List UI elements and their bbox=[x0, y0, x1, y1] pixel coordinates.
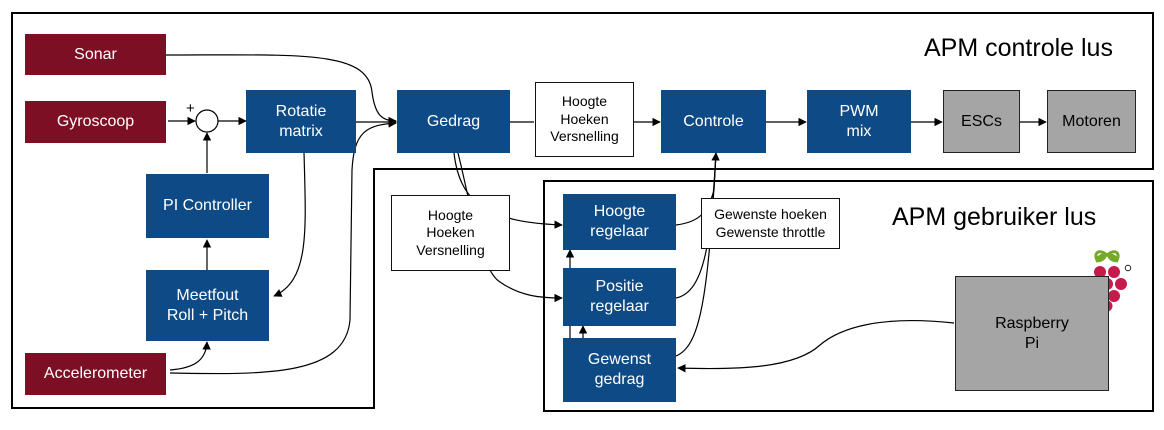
sonar-block: Sonar bbox=[25, 34, 166, 75]
signals-note-top: Hoogte Hoeken Versnelling bbox=[535, 82, 634, 157]
positie-regelaar-block: Positie regelaar bbox=[563, 268, 676, 326]
gewenst-gedrag-block: Gewenst gedrag bbox=[563, 338, 676, 402]
gedrag-block: Gedrag bbox=[397, 90, 510, 153]
user-loop-frame bbox=[543, 180, 1154, 412]
motoren-block: Motoren bbox=[1047, 90, 1136, 153]
arrow-acc-meetfout bbox=[169, 341, 211, 371]
plus-sign: + bbox=[186, 100, 195, 117]
gewenste-note: Gewenste hoeken Gewenste throttle bbox=[701, 198, 840, 249]
pi-controller-block: PI Controller bbox=[146, 174, 269, 238]
pwm-mix-block: PWM mix bbox=[807, 90, 911, 153]
control-loop-title: APM controle lus bbox=[924, 34, 1113, 62]
summing-junction bbox=[195, 109, 219, 133]
raspberry-pi-block: Raspberry Pi bbox=[955, 276, 1109, 391]
meetfout-block: Meetfout Roll + Pitch bbox=[146, 270, 269, 341]
user-loop-title: APM gebruiker lus bbox=[892, 203, 1097, 231]
arrow-sonar-gedrag bbox=[165, 54, 397, 126]
gyroscoop-block: Gyroscoop bbox=[25, 101, 166, 143]
signals-note-left: Hoogte Hoeken Versnelling bbox=[391, 195, 510, 271]
arrow-gewenst-controle bbox=[675, 152, 717, 357]
arrow-gedrag-positie bbox=[457, 152, 563, 303]
hoogte-regelaar-block: Hoogte regelaar bbox=[563, 194, 676, 250]
control-loop-frame bbox=[11, 12, 1154, 409]
accelerometer-block: Accelerometer bbox=[25, 353, 166, 395]
arrow-raspberry-gewenst bbox=[677, 320, 955, 373]
arrow-rotatie-meetfout bbox=[273, 151, 306, 297]
rotatie-matrix-block: Rotatie matrix bbox=[246, 90, 356, 153]
arrow-acc-gedrag bbox=[169, 119, 397, 375]
controle-block: Controle bbox=[661, 90, 766, 153]
escs-block: ESCs bbox=[943, 90, 1020, 153]
